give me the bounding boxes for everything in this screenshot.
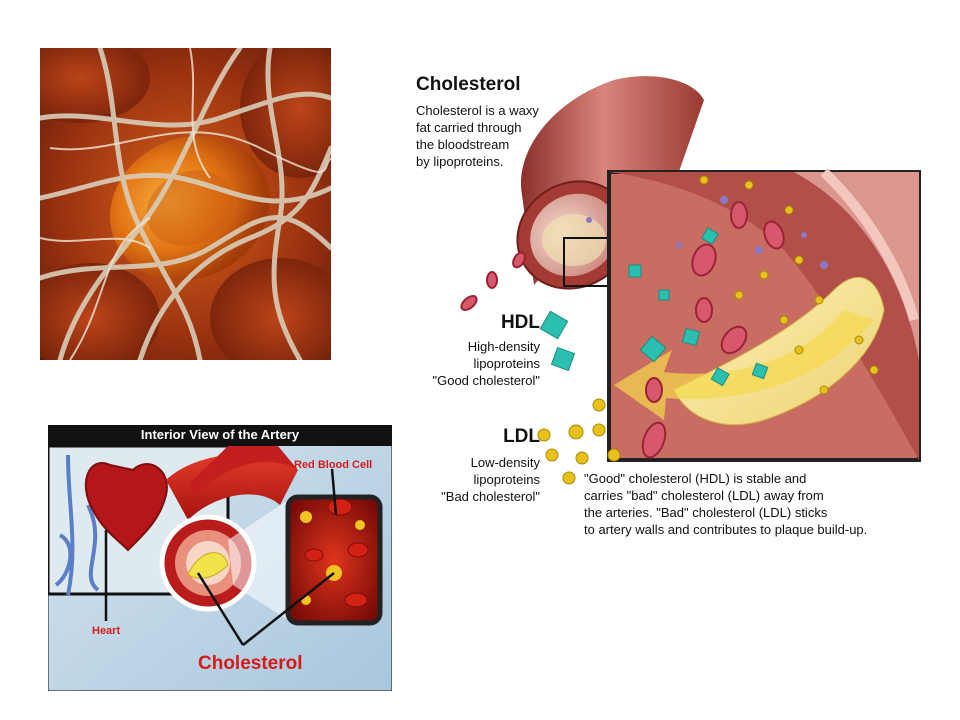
artery-interior-panel: Interior View of the Artery Red Blood Ce… [48,425,392,691]
heart-label: Heart [92,625,121,637]
intro-text: Cholesterol is a waxy fat carried throug… [416,102,539,170]
artery-illustration [48,425,392,691]
ldl-heading: LDL [503,426,540,447]
intro-line: by lipoproteins. [416,154,504,169]
micrograph-illustration [40,48,331,360]
intro-line: the bloodstream [416,137,510,152]
ldl-line: lipoproteins [473,472,541,487]
caption-line: to artery walls and contributes to plaqu… [584,522,868,537]
ldl-description: Low-density lipoproteins "Bad cholestero… [404,454,540,505]
ldl-line: Low-density [470,455,540,470]
micrograph-image [40,48,331,360]
cholesterol-label: Cholesterol [198,653,303,674]
vessel-illustration [460,76,921,485]
cholesterol-diagram: Cholesterol Cholesterol is a waxy fat ca… [404,60,934,560]
heart-shape [84,462,168,552]
caption-line: carries "bad" cholesterol (LDL) away fro… [584,488,824,503]
red-blood-cell-label: Red Blood Cell [294,459,373,471]
intro-line: fat carried through [416,120,522,135]
hdl-description: High-density lipoproteins "Good choleste… [404,338,540,389]
hdl-heading: HDL [500,312,540,333]
hdl-line: "Good cholesterol" [432,373,540,388]
hdl-line: High-density [467,339,540,354]
intro-line: Cholesterol is a waxy [416,103,539,118]
hdl-line: lipoproteins [473,356,541,371]
banner-bar [48,425,392,446]
diagram-title: Cholesterol [416,74,521,95]
artery-panel-title: Interior View of the Artery [140,427,300,442]
diagram-caption: "Good" cholesterol (HDL) is stable and c… [584,470,934,538]
ldl-line: "Bad cholesterol" [441,489,540,504]
caption-line: the arteries. "Bad" cholesterol (LDL) st… [584,505,828,520]
caption-line: "Good" cholesterol (HDL) is stable and [584,471,807,486]
